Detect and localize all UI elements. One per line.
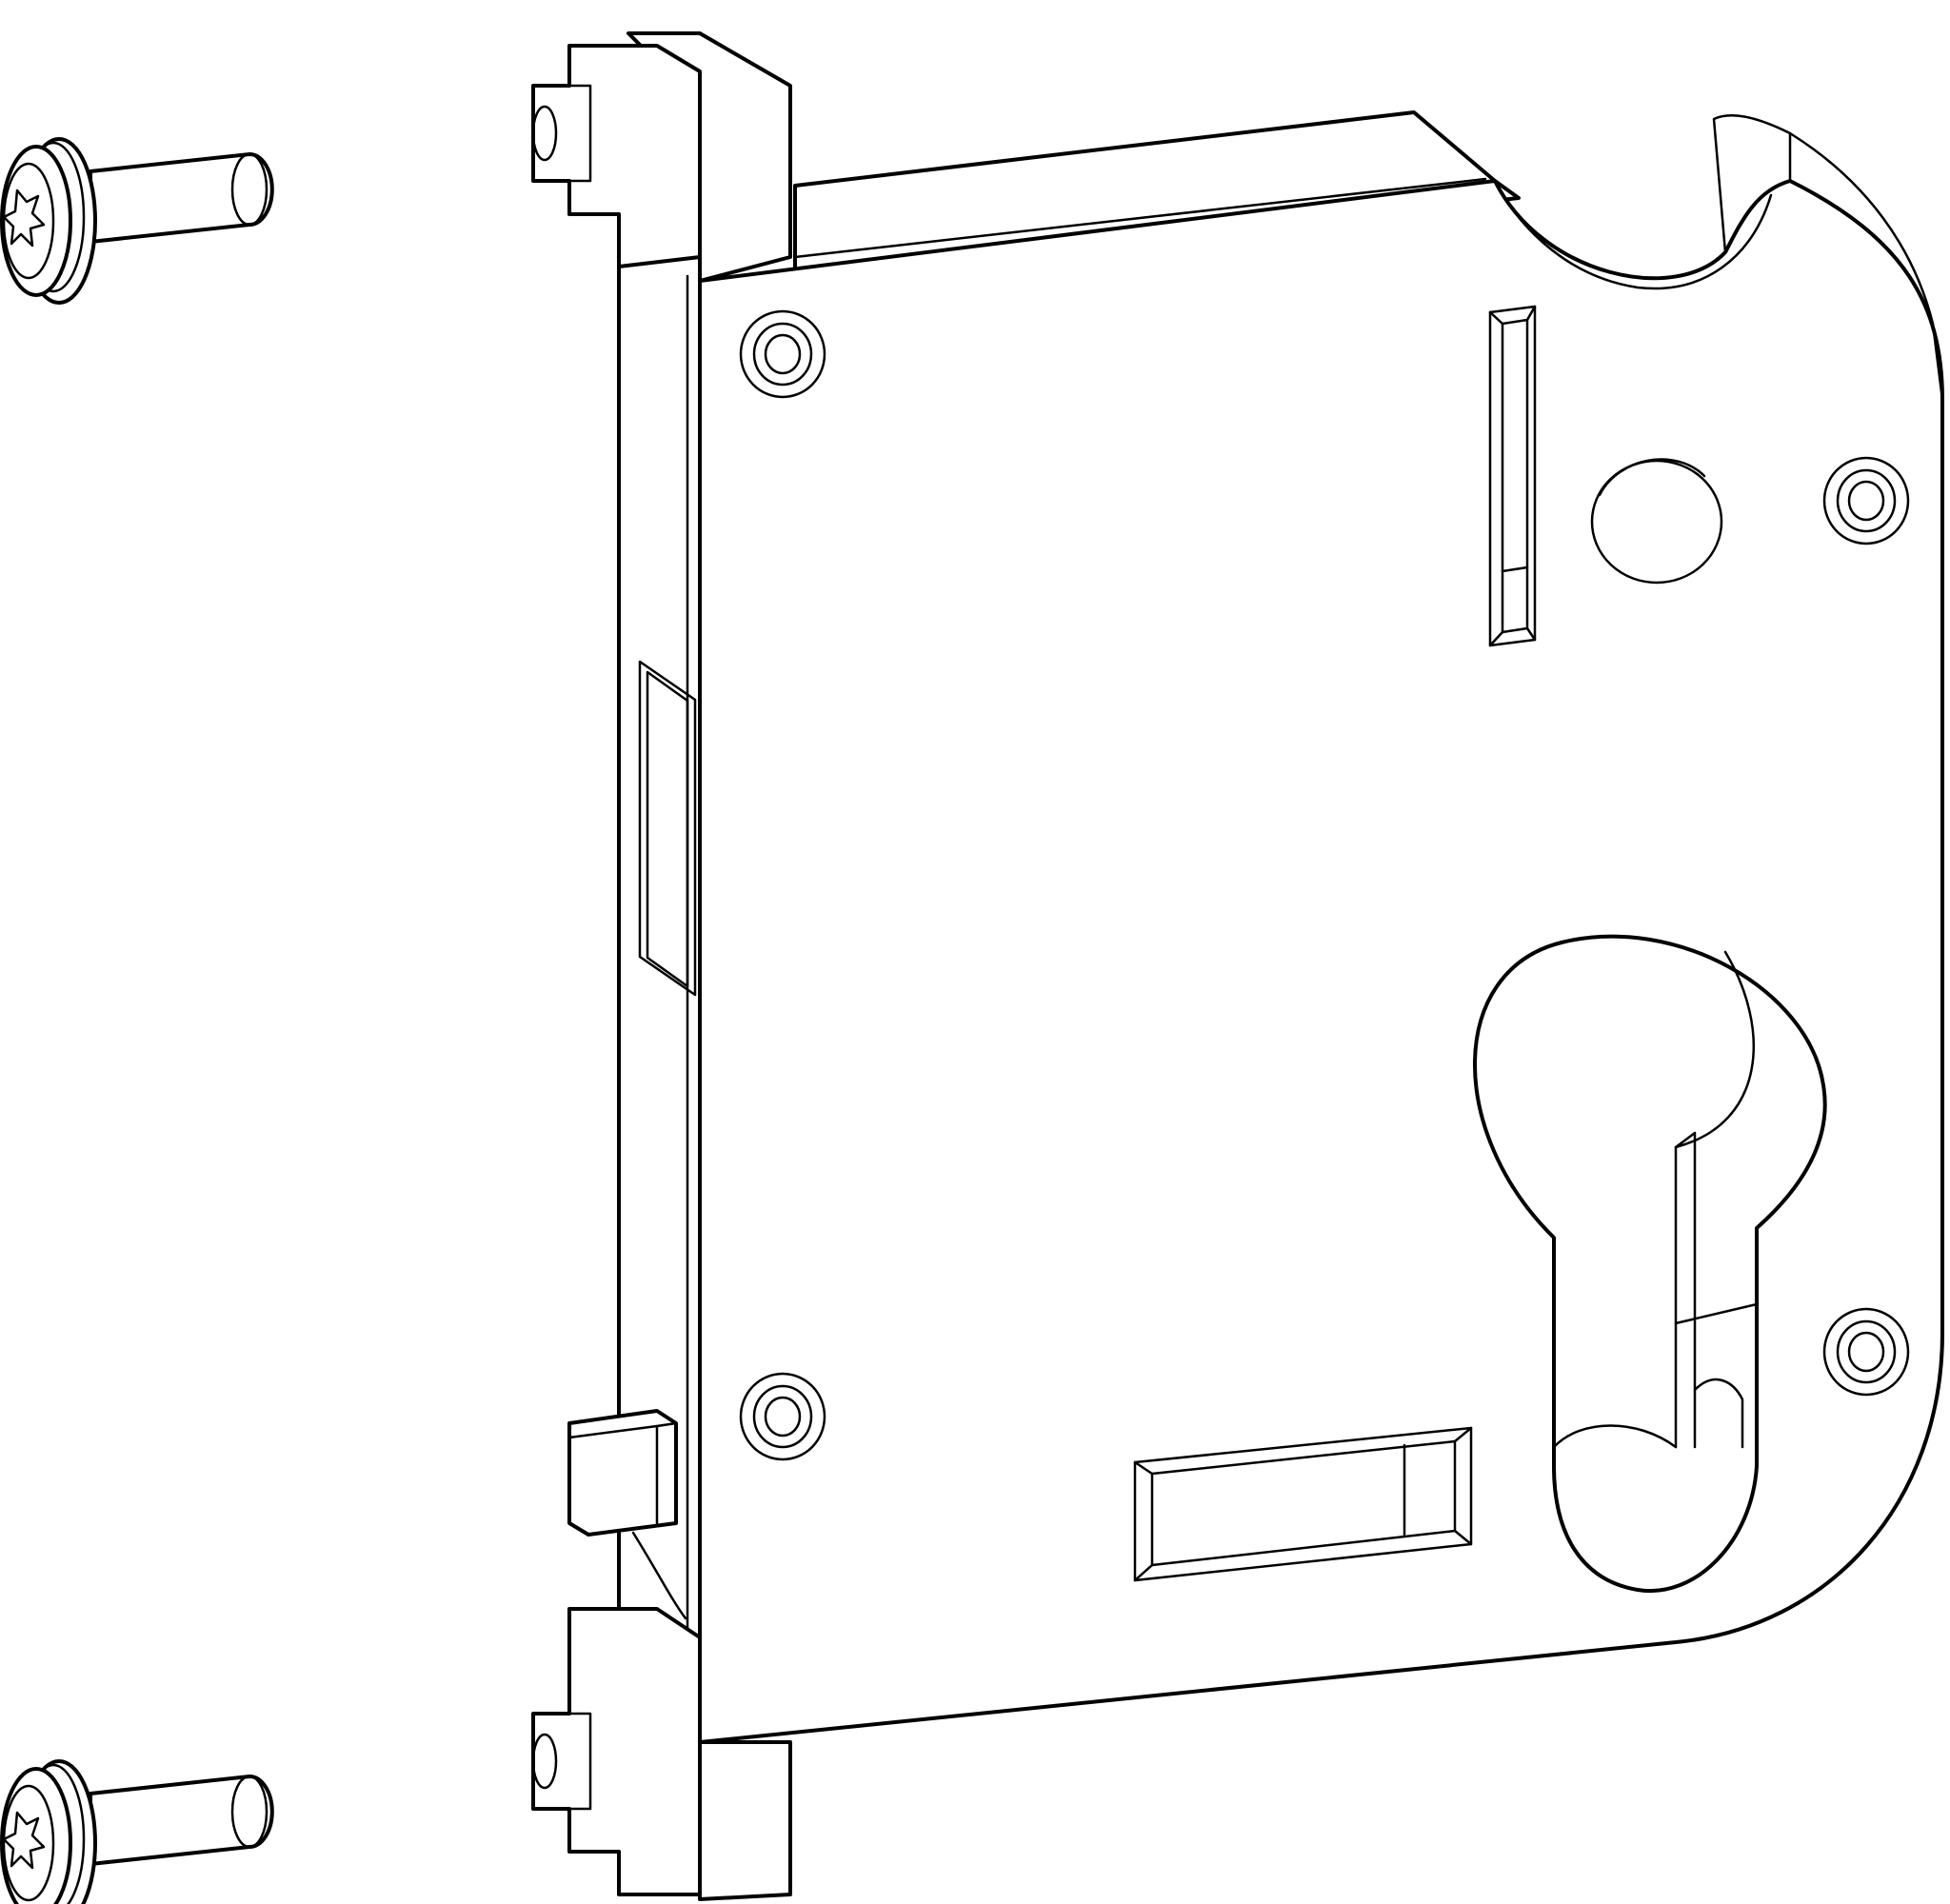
screw-bottom [0, 1759, 274, 1904]
torx-recess-icon [2, 188, 46, 248]
mounting-hole-bottom-right [1822, 1307, 1910, 1397]
mounting-hole-top-left [739, 309, 826, 399]
horizontal-slot [1133, 1426, 1473, 1582]
mounting-hole-bottom-left [739, 1372, 826, 1461]
faceplate [531, 31, 792, 1901]
screw-top [0, 137, 274, 305]
mounting-hole-top-right [1822, 456, 1910, 545]
follower-hole [1590, 458, 1723, 585]
cylinder-cutout [1473, 934, 1827, 1594]
vertical-slot [1488, 305, 1537, 647]
lock-body [698, 110, 1944, 1744]
torx-recess-icon [2, 1811, 46, 1870]
